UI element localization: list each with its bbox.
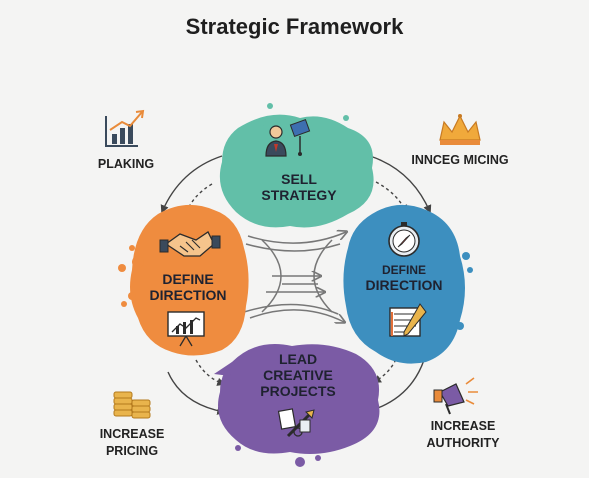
hub-top-line-1: SELL [281, 171, 317, 187]
hub-sell-strategy: SELL STRATEGY [219, 103, 374, 228]
compass-icon [388, 222, 420, 257]
presentation-chart-icon [167, 311, 205, 347]
hub-top-shape [219, 114, 374, 228]
hub-right-line-1: DEFINE [382, 263, 426, 277]
handshake-icon [159, 231, 221, 257]
hub-right-line-2: DIRECTION [366, 277, 443, 293]
center-arrows [243, 232, 346, 322]
hub-top-line-2: STRATEGY [261, 187, 337, 203]
corner-bottom-left-line-2: PRICING [105, 444, 159, 458]
hub-right-shape [343, 204, 465, 364]
checklist-icon [389, 303, 427, 337]
corner-top-right: INNCEG MICING [404, 152, 516, 169]
hub-lead-creative-projects: LEAD CREATIVE PROJECTS [214, 344, 380, 467]
corner-bottom-right-line-1: INCREASE [430, 419, 496, 433]
hub-bottom-line-2: CREATIVE [263, 367, 333, 383]
crown-icon [439, 114, 481, 145]
hub-left-line-1: DEFINE [162, 271, 213, 287]
hub-left-line-2: DIRECTION [150, 287, 227, 303]
corner-bottom-left: INCREASE PRICING [94, 426, 170, 460]
coins-icon [113, 391, 151, 419]
corner-top-right-line-1: INNCEG MICING [411, 153, 509, 167]
growth-chart-icon [105, 109, 145, 147]
corner-top-left-line-1: PLAKING [97, 157, 155, 171]
corner-top-left: PLAKING [94, 156, 158, 173]
hub-define-direction-left: DEFINE DIRECTION [118, 204, 249, 356]
megaphone-icon [433, 377, 478, 415]
hub-define-direction-right: DEFINE DIRECTION [343, 204, 473, 364]
corner-bottom-right: INCREASE AUTHORITY [422, 418, 504, 452]
business-people-icon [265, 118, 311, 157]
hub-bottom-line-3: PROJECTS [260, 383, 335, 399]
hub-bottom-line-1: LEAD [279, 351, 317, 367]
tools-icon [277, 408, 315, 438]
diagram-title: Strategic Framework [185, 14, 404, 39]
corner-bottom-left-line-1: INCREASE [99, 427, 165, 441]
corner-bottom-right-line-2: AUTHORITY [426, 436, 500, 450]
hub-bottom-shape [218, 344, 380, 454]
